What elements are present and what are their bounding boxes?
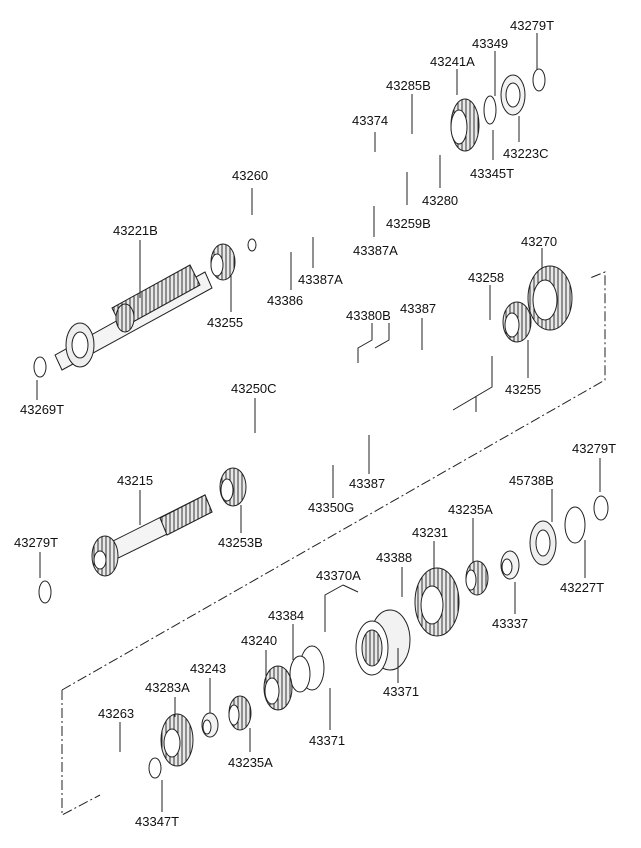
bearing-43255-upper xyxy=(210,243,236,281)
ring-43349 xyxy=(483,95,497,125)
label-43370A: 43370A xyxy=(316,568,361,583)
label-43258: 43258 xyxy=(468,270,504,285)
label-43371-right: 43371 xyxy=(383,684,419,699)
snap-ring-43269T xyxy=(33,356,47,378)
label-43279T-right: 43279T xyxy=(572,441,616,456)
label-43231: 43231 xyxy=(412,525,448,540)
label-43337: 43337 xyxy=(492,616,528,631)
leader-lines xyxy=(36,33,601,812)
label-43263: 43263 xyxy=(98,706,134,721)
label-43250C: 43250C xyxy=(231,381,277,396)
label-43255-upper: 43255 xyxy=(207,315,243,330)
label-43279T-left: 43279T xyxy=(14,535,58,550)
gear-43241A xyxy=(450,98,480,152)
label-43227T: 43227T xyxy=(560,580,604,595)
snap-ring-43347T xyxy=(148,757,162,779)
label-43260: 43260 xyxy=(232,168,268,183)
label-43253B: 43253B xyxy=(218,535,263,550)
gear-43270 xyxy=(527,265,573,331)
assembly-boundary xyxy=(61,271,606,816)
label-43270: 43270 xyxy=(521,234,557,249)
label-43243: 43243 xyxy=(190,661,226,676)
label-43387A-upper: 43387A xyxy=(353,243,398,258)
collar-43243 xyxy=(201,712,219,738)
snap-ring-43279T-top xyxy=(532,68,546,92)
shaft-43221B xyxy=(54,264,213,371)
label-43384: 43384 xyxy=(268,608,304,623)
bearing-43258 xyxy=(502,301,532,343)
ring-43260 xyxy=(247,238,257,252)
bearing-43235A-upper xyxy=(465,560,489,596)
label-43283A: 43283A xyxy=(145,680,190,695)
label-43255-right: 43255 xyxy=(505,382,541,397)
ring-43384 xyxy=(289,645,325,693)
label-43386: 43386 xyxy=(267,293,303,308)
label-43345T: 43345T xyxy=(470,166,514,181)
snap-ring-43279T-left xyxy=(38,580,52,604)
bearing-45738B xyxy=(529,520,557,566)
label-43223C: 43223C xyxy=(503,146,549,161)
label-43259B: 43259B xyxy=(386,216,431,231)
label-43374: 43374 xyxy=(352,113,388,128)
gear-43283A xyxy=(160,713,194,767)
shaft-43215 xyxy=(91,494,213,577)
gear-43240 xyxy=(263,665,293,711)
label-43269T: 43269T xyxy=(20,402,64,417)
label-43215: 43215 xyxy=(117,473,153,488)
label-43350G: 43350G xyxy=(308,500,354,515)
label-43221B: 43221B xyxy=(113,223,158,238)
bearing-43223C xyxy=(500,74,526,116)
label-43388: 43388 xyxy=(376,550,412,565)
label-45738B: 45738B xyxy=(509,473,554,488)
label-43241A: 43241A xyxy=(430,54,475,69)
label-43371-lower: 43371 xyxy=(309,733,345,748)
bearing-43235A-lower xyxy=(228,695,252,731)
collar-43337 xyxy=(500,550,520,580)
label-43347T: 43347T xyxy=(135,814,179,829)
snap-ring-43279T-right xyxy=(593,495,609,521)
label-43280: 43280 xyxy=(422,193,458,208)
label-43387-lower: 43387 xyxy=(349,476,385,491)
part-labels: 43279T 43349 43241A 43285B 43374 43223C … xyxy=(14,18,616,829)
label-43387A-lower: 43387A xyxy=(298,272,343,287)
label-43235A-upper: 43235A xyxy=(448,502,493,517)
label-43235A-lower: 43235A xyxy=(228,755,273,770)
label-43387-upper: 43387 xyxy=(400,301,436,316)
label-43240: 43240 xyxy=(241,633,277,648)
gear-43231 xyxy=(414,567,460,637)
label-43279T-top: 43279T xyxy=(510,18,554,33)
label-43285B: 43285B xyxy=(386,78,431,93)
bearing-43253B xyxy=(219,467,247,507)
label-43380B: 43380B xyxy=(346,308,391,323)
sleeve-43371 xyxy=(355,609,411,676)
label-43349: 43349 xyxy=(472,36,508,51)
snap-ring-43227T xyxy=(564,506,586,544)
